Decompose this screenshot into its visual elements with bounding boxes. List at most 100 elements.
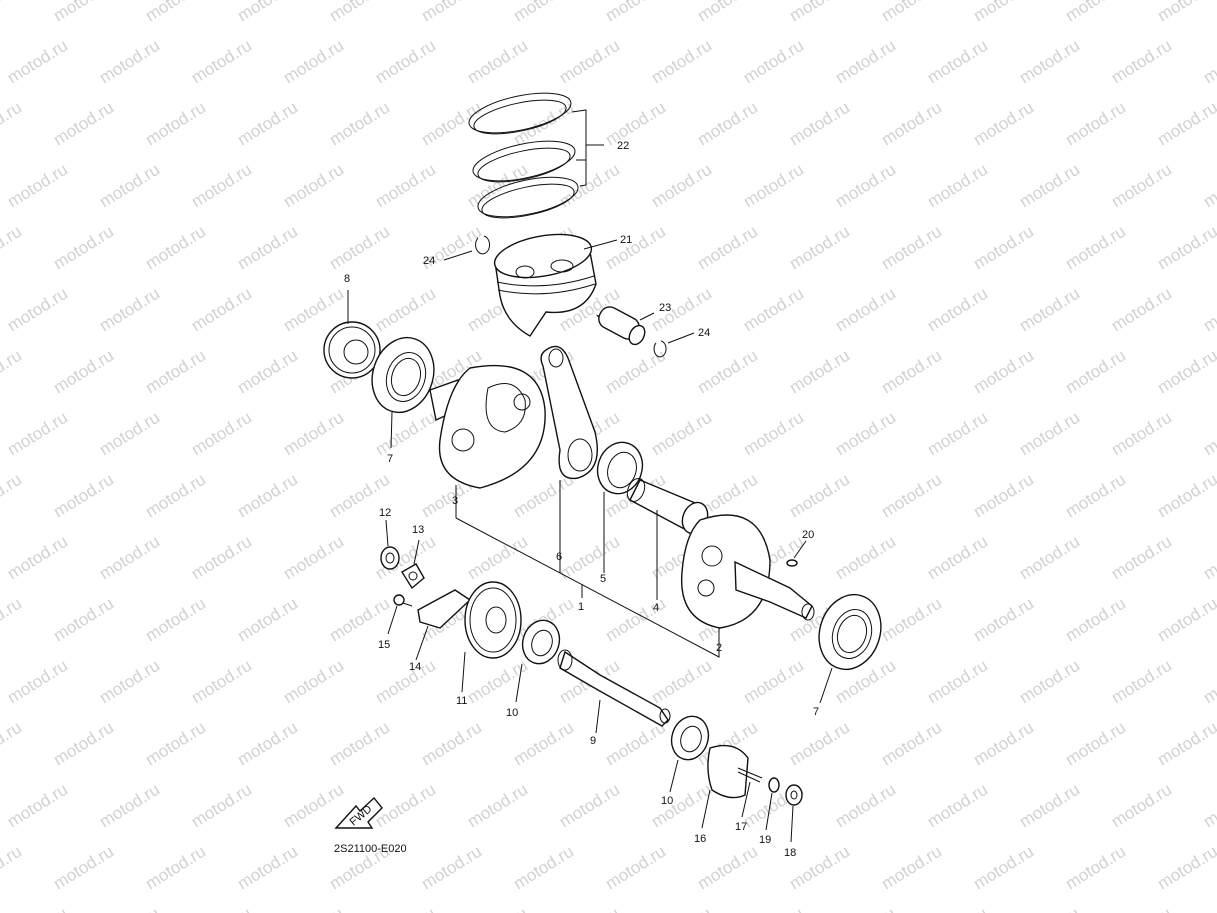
watermark-text: motod.ru	[96, 780, 163, 832]
watermark-text: motod.ru	[740, 408, 807, 460]
watermark-text: motod.ru	[740, 284, 807, 336]
watermark-text: motod.ru	[694, 842, 761, 894]
watermark-text: motod.ru	[1062, 470, 1129, 522]
watermark-text: motod.ru	[832, 160, 899, 212]
watermark-text: motod.ru	[786, 346, 853, 398]
main-bearing-left	[371, 336, 435, 449]
watermark-text: motod.ru	[326, 222, 393, 274]
watermark-text: motod.ru	[1016, 36, 1083, 88]
watermark-text: motod.ru	[1062, 98, 1129, 150]
watermark-text: motod.ru	[924, 532, 991, 584]
watermark-text: motod.ru	[878, 0, 945, 25]
callout-17: 17	[735, 821, 747, 833]
watermark-text: motod.ru	[1200, 532, 1217, 584]
watermark-text: motod.ru	[50, 718, 117, 770]
watermark-text: motod.ru	[1200, 780, 1217, 832]
callout-3: 3	[452, 495, 458, 507]
watermark-text: motod.ru	[924, 160, 991, 212]
watermark-text: motod.ru	[372, 408, 439, 460]
crank-web-left	[429, 364, 546, 518]
watermark-text: motod.ru	[326, 0, 393, 25]
callout-2: 2	[716, 642, 722, 654]
watermark-text: motod.ru	[0, 98, 25, 150]
watermark-text: motod.ru	[1016, 656, 1083, 708]
watermark-text: motod.ru	[464, 904, 531, 913]
forward-arrow: FWD	[334, 796, 383, 829]
watermark-text: motod.ru	[372, 656, 439, 708]
watermark-text: motod.ru	[602, 0, 669, 25]
watermark-text: motod.ru	[648, 656, 715, 708]
balancer-key	[737, 767, 763, 818]
callout-10: 10	[506, 707, 518, 719]
watermark-text: motod.ru	[418, 0, 485, 25]
watermark-text: motod.ru	[142, 594, 209, 646]
watermark-text: motod.ru	[1154, 98, 1217, 150]
watermark-text: motod.ru	[234, 470, 301, 522]
nut	[380, 519, 400, 570]
watermark-text: motod.ru	[786, 470, 853, 522]
watermark-text: motod.ru	[1200, 408, 1217, 460]
watermark-text: motod.ru	[832, 284, 899, 336]
callout-5: 5	[600, 573, 606, 585]
watermark-text: motod.ru	[1016, 532, 1083, 584]
watermark-text: motod.ru	[280, 656, 347, 708]
watermark-text: motod.ru	[878, 718, 945, 770]
callout-22: 22	[617, 140, 629, 152]
watermark-text: motod.ru	[1016, 160, 1083, 212]
watermark-text: motod.ru	[924, 36, 991, 88]
watermark-text: motod.ru	[1200, 656, 1217, 708]
rod-bearing	[596, 441, 644, 573]
watermark-text: motod.ru	[1154, 718, 1217, 770]
watermark-text: motod.ru	[832, 36, 899, 88]
watermark-text: motod.ru	[878, 346, 945, 398]
callout-21: 21	[620, 234, 632, 246]
balancer-weight	[701, 744, 749, 829]
watermark-text: motod.ru	[648, 780, 715, 832]
watermark-text: motod.ru	[418, 842, 485, 894]
watermark-text: motod.ru	[1108, 284, 1175, 336]
connecting-rod	[540, 345, 599, 573]
callout-14: 14	[409, 661, 421, 673]
callout-24: 24	[698, 327, 710, 339]
watermark-text: motod.ru	[0, 0, 25, 25]
watermark-text: motod.ru	[648, 36, 715, 88]
watermark-text: motod.ru	[786, 718, 853, 770]
watermark-text: motod.ru	[1062, 346, 1129, 398]
watermark-text: motod.ru	[418, 98, 485, 150]
callout-7: 7	[387, 453, 393, 465]
watermark-text: motod.ru	[142, 0, 209, 25]
watermark-text: motod.ru	[372, 160, 439, 212]
watermark-text: motod.ru	[1062, 222, 1129, 274]
watermark-text: motod.ru	[1108, 656, 1175, 708]
watermark-text: motod.ru	[602, 718, 669, 770]
watermark-text: motod.ru	[0, 842, 25, 894]
watermark-text: motod.ru	[234, 346, 301, 398]
balancer-washer	[765, 777, 780, 831]
watermark-text: motod.ru	[234, 222, 301, 274]
callout-20: 20	[802, 529, 814, 541]
watermark-text: motod.ru	[4, 284, 71, 336]
balancer-nut	[785, 784, 803, 843]
watermark-text: motod.ru	[50, 842, 117, 894]
watermark-text: motod.ru	[1108, 160, 1175, 212]
watermark-text: motod.ru	[372, 904, 439, 913]
balancer-plate	[415, 589, 472, 661]
watermark-text: motod.ru	[418, 718, 485, 770]
watermark-text: motod.ru	[96, 532, 163, 584]
watermark-text: motod.ru	[786, 222, 853, 274]
watermark-text: motod.ru	[740, 656, 807, 708]
callout-16: 16	[694, 833, 706, 845]
watermark-text: motod.ru	[1154, 0, 1217, 25]
watermark-text: motod.ru	[602, 98, 669, 150]
watermark-text: motod.ru	[96, 904, 163, 913]
watermark-text: motod.ru	[464, 780, 531, 832]
watermark-text: motod.ru	[464, 36, 531, 88]
watermark-text: motod.ru	[510, 0, 577, 25]
watermark-text: motod.ru	[1062, 594, 1129, 646]
watermark-text: motod.ru	[280, 408, 347, 460]
callout-13: 13	[412, 524, 424, 536]
watermark-text: motod.ru	[234, 98, 301, 150]
watermark-text: motod.ru	[0, 222, 25, 274]
assembly-bracket	[455, 517, 720, 658]
